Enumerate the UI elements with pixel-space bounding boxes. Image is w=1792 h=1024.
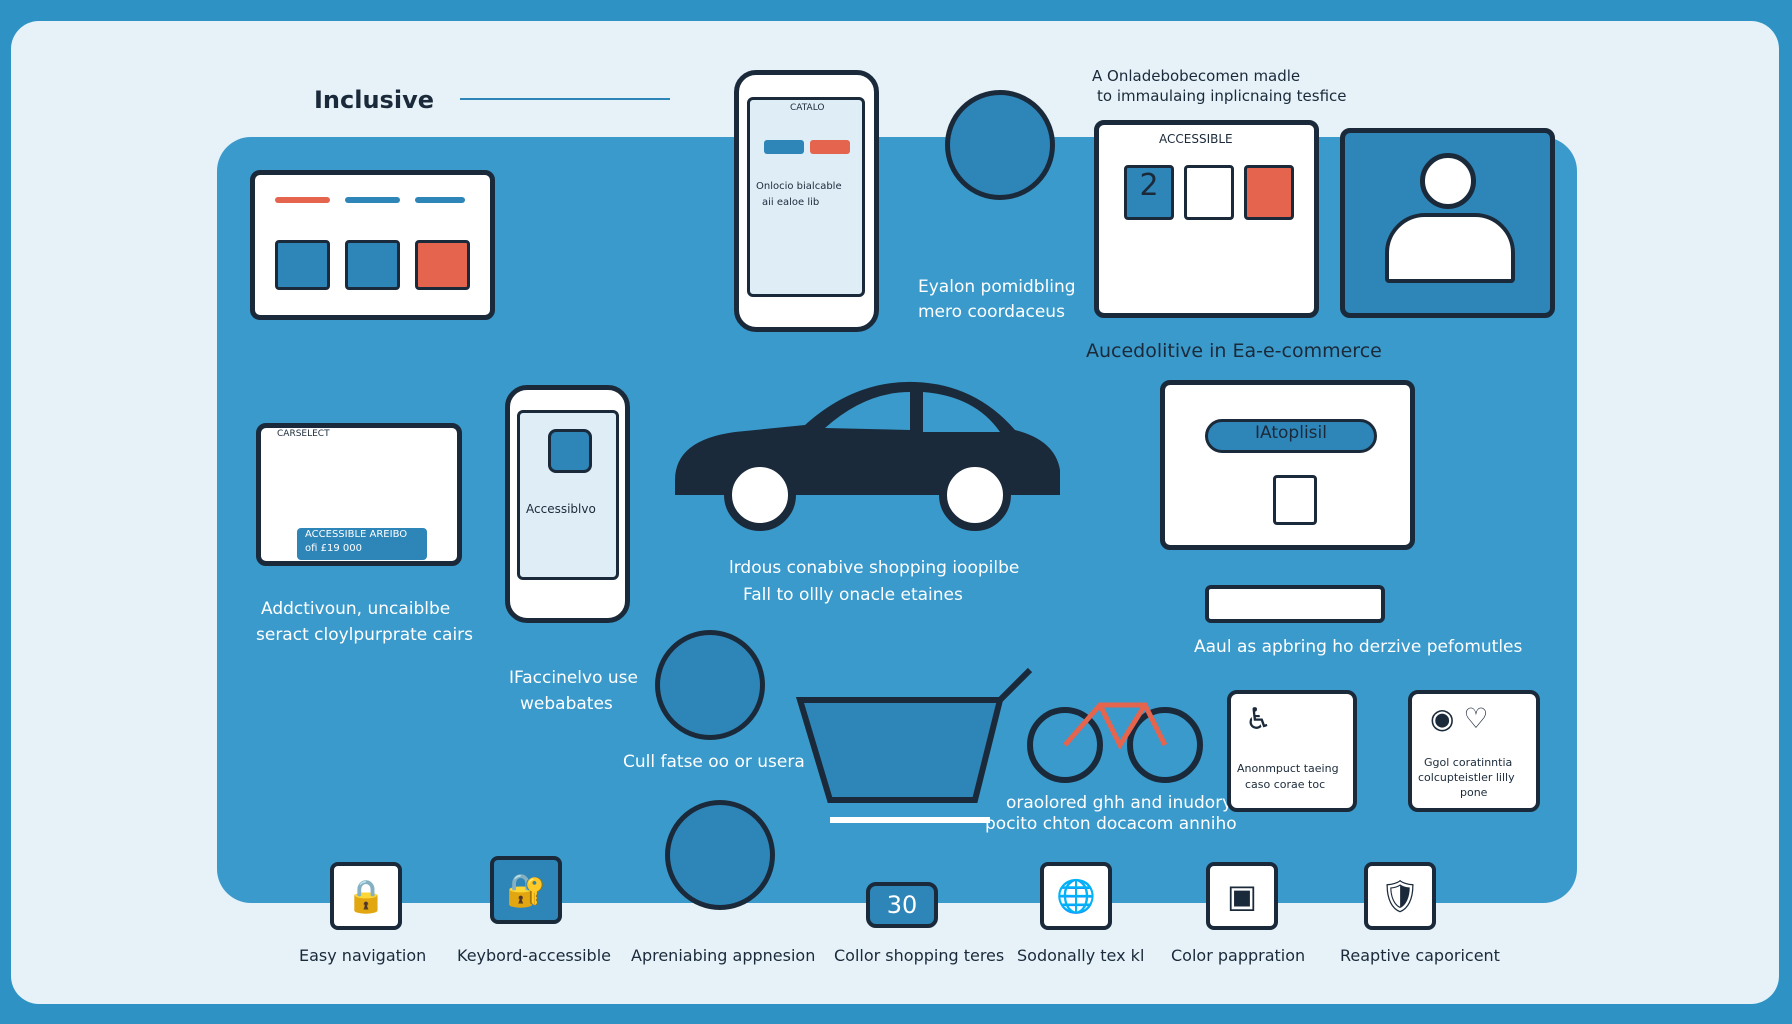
music-icon bbox=[275, 240, 330, 290]
car-illustration bbox=[675, 381, 1060, 531]
websites-caption-line1: IFaccinelvo use bbox=[509, 668, 638, 688]
label-text: Sodonally tex kl bbox=[1017, 946, 1145, 965]
label-color-shopping: Collor shopping teres bbox=[834, 946, 1005, 965]
price-line2: ofi £19 000 bbox=[305, 543, 362, 554]
accessible-button[interactable]: IAtoplisil bbox=[1205, 419, 1377, 453]
bicycle-icon bbox=[1027, 702, 1203, 783]
section-heading: Aucedolitive in Ea-e-commerce bbox=[1086, 340, 1382, 362]
frame-icon: ▣ bbox=[1206, 862, 1278, 930]
tire-icon bbox=[655, 630, 765, 740]
accessibility-card: Anonmpuct taeing caso corae toc ♿ bbox=[1227, 690, 1357, 812]
smartphone-catalog: CATALO Onlocio bialcable aii ealoe lib bbox=[734, 70, 879, 332]
accessible-monitor: ACCESSIBLE 2 bbox=[1094, 120, 1319, 318]
center-caption-line1: lrdous conabive shopping ioopilbe bbox=[729, 558, 1020, 578]
user-profile-monitor bbox=[1340, 128, 1555, 318]
mid-caption-line1: Eyalon pomidbling bbox=[918, 277, 1076, 297]
users-caption: Cull fatse oo or usera bbox=[623, 752, 805, 772]
top-caption-line1: A Onladebobecomen madle bbox=[1092, 67, 1301, 85]
phone-header: CATALO bbox=[790, 103, 825, 113]
cart-caption-line2: pocito chton docacom anniho bbox=[985, 814, 1237, 834]
label-apprehension: Apreniabing appnesion bbox=[631, 946, 816, 965]
lock-icon: 🔒 bbox=[330, 862, 402, 930]
user-icon bbox=[1273, 475, 1317, 525]
avatar-icon bbox=[1420, 153, 1476, 209]
color-card: Ggol coratinntia colcupteistler lilly po… bbox=[1408, 690, 1540, 812]
eye-heart-icon: ◉ ♡ bbox=[1430, 702, 1489, 735]
right-caption: Aaul as apbring ho derzive pefomutles bbox=[1194, 637, 1523, 657]
padlock-icon: 🔐 bbox=[490, 856, 562, 924]
user-icon bbox=[1184, 165, 1234, 220]
mid-caption-line2: mero coordaceus bbox=[918, 302, 1065, 322]
card-line2: colcupteistler lilly bbox=[1418, 771, 1515, 784]
shield-icon: 🛡 bbox=[1364, 862, 1436, 930]
user-icon bbox=[1244, 165, 1294, 220]
websites-caption-line2: webabates bbox=[520, 694, 613, 714]
desktop-monitor bbox=[250, 170, 495, 320]
globe-icon: 🌐 bbox=[1040, 862, 1112, 930]
settings-icon bbox=[345, 240, 400, 290]
card-line1: Anonmpuct taeing bbox=[1237, 762, 1339, 775]
arrow-icon bbox=[460, 98, 670, 100]
card-line2: caso corae toc bbox=[1245, 778, 1326, 791]
top-caption-line2: to immaulaing inplicnaing tesfice bbox=[1097, 87, 1347, 105]
bag-icon bbox=[415, 240, 470, 290]
window-header: CARSELECT bbox=[277, 429, 330, 439]
car-selection-window: CARSELECT ACCESSIBLE AREIBO ofi £19 000 bbox=[256, 423, 462, 566]
right-monitor: IAtoplisil bbox=[1160, 380, 1415, 550]
label-color-preparation: Color pappration bbox=[1171, 946, 1306, 965]
page-title: Inclusive bbox=[314, 86, 434, 114]
price-line1: ACCESSIBLE AREIBO bbox=[305, 529, 408, 540]
wheelchair-icon: ♿ bbox=[1245, 702, 1272, 737]
cart-count-button[interactable]: 30 bbox=[866, 882, 938, 928]
phone-label: Accessiblvo bbox=[526, 502, 596, 516]
card-line1: Ggol coratinntia bbox=[1424, 756, 1513, 769]
smartphone-accessible: Accessiblvo bbox=[505, 385, 630, 623]
number-tile: 2 bbox=[1124, 165, 1174, 220]
phone-text-line2: aii ealoe lib bbox=[762, 197, 820, 208]
shopping-cart-icon bbox=[795, 667, 1033, 823]
cart-caption-line1: oraolored ghh and inudory bbox=[1006, 793, 1233, 813]
wheel-icon bbox=[945, 90, 1055, 200]
lock-icon bbox=[548, 429, 592, 473]
card-line3: pone bbox=[1460, 786, 1488, 799]
phone-text-line1: Onlocio bialcable bbox=[756, 181, 842, 192]
left-caption-line2: seract cloylpurprate cairs bbox=[256, 625, 474, 645]
monitor-label: ACCESSIBLE bbox=[1159, 132, 1233, 146]
refresh-cycle-icon bbox=[665, 800, 775, 910]
label-responsive-experience: Reaptive caporicent bbox=[1340, 946, 1500, 965]
left-caption-line1: Addctivoun, uncaiblbe bbox=[261, 599, 451, 619]
label-keyboard-accessible: Keybord-accessible bbox=[457, 946, 611, 965]
keyboard-icon bbox=[1205, 585, 1385, 623]
label-easy-navigation: Easy navigation bbox=[299, 946, 427, 965]
center-caption-line2: Fall to ollly onacle etaines bbox=[743, 585, 963, 605]
